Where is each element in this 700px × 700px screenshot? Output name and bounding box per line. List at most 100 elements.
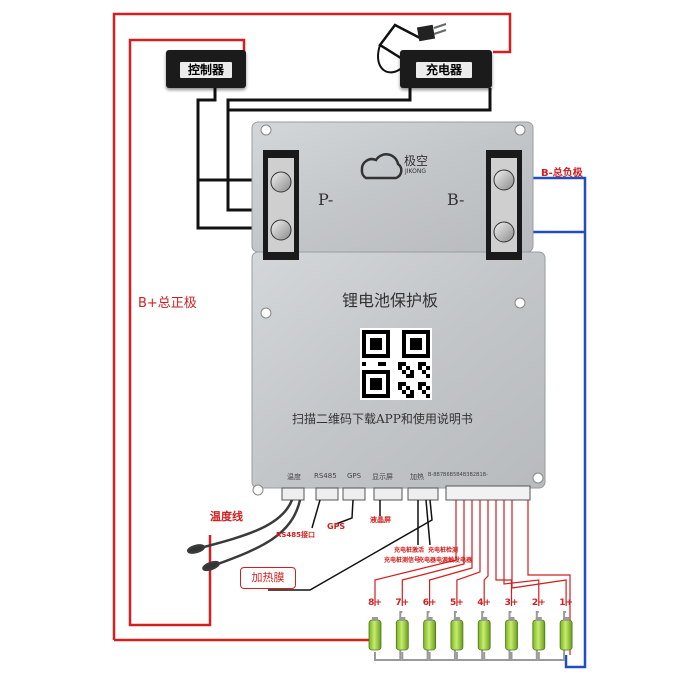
balance-lead [429, 500, 473, 606]
battery-cells [368, 611, 573, 661]
b-positive-total-label: B+总正极 [138, 296, 197, 311]
qr-module [426, 386, 430, 390]
battery-cell-cap [535, 617, 542, 621]
qr-module [406, 374, 410, 378]
battery-cell [395, 619, 409, 651]
board-title: 锂电池保护板 [342, 291, 439, 310]
heater-label: 加热膜 [251, 571, 285, 584]
battery-cell [450, 619, 464, 651]
qr-module [362, 362, 366, 366]
balance-lead [503, 500, 540, 606]
port-label: RS485 [314, 472, 337, 480]
qr-module [398, 386, 402, 390]
rs485-port-label: RS485接口 [276, 531, 316, 539]
cell-label: 5+ [449, 598, 464, 608]
terminal-p-label: P- [318, 190, 334, 209]
balance-lead [401, 500, 465, 606]
cell-link [483, 611, 512, 661]
qr-module [406, 366, 410, 370]
balance-lead [483, 500, 489, 606]
qr-module [426, 394, 430, 398]
balance-lead [511, 500, 567, 606]
charge-activate-label: 充电桩激活 [394, 547, 425, 554]
cell-label: 2+ [531, 598, 546, 608]
qr-module [422, 390, 426, 394]
battery-cell-cap [372, 617, 378, 621]
battery-cell [423, 619, 437, 651]
battery-cell [477, 619, 491, 651]
qr-module [410, 370, 414, 374]
charger-power-label: 充电器电源触发电器 [418, 557, 473, 564]
qr-module [398, 382, 402, 386]
port-label: 温度 [287, 473, 301, 481]
cell-label: 8+ [368, 598, 382, 608]
charge-detect-label: 充电桩检测 [428, 547, 459, 554]
b-negative-total-label: B-总负极 [541, 168, 583, 179]
qr-module [418, 362, 422, 366]
qr-finder-core [370, 378, 382, 390]
qr-module [406, 386, 410, 390]
battery-cell-cap [453, 617, 460, 621]
qr-module [422, 382, 426, 386]
board-instruction: 扫描二维码下载APP和使用说明书 [292, 412, 473, 426]
cell-link [374, 611, 403, 661]
brand-name: 极空 [404, 154, 429, 168]
qr-module [418, 382, 422, 386]
cell-link [401, 611, 430, 661]
qr-finder-core [370, 338, 382, 350]
battery-cell [532, 619, 546, 651]
charger-label: 充电器 [416, 62, 472, 78]
qr-module [378, 362, 382, 366]
qr-module [402, 370, 406, 374]
cell-label: 1+ [559, 598, 573, 608]
qr-module [410, 394, 414, 398]
balance-lead [456, 500, 481, 606]
qr-module [410, 390, 414, 394]
qr-module [402, 382, 406, 386]
controller-box: 控制器 [166, 50, 246, 88]
port-label: 显示屏 [372, 473, 393, 481]
cell-label: 6+ [422, 598, 437, 608]
qr-module [402, 362, 406, 366]
qr-finder-core [410, 338, 422, 350]
port-pointers [268, 499, 433, 591]
balance-leads [374, 500, 571, 655]
cell-link [510, 611, 539, 661]
qr-module [398, 366, 402, 370]
qr-module [422, 370, 426, 374]
qr-module [382, 362, 386, 366]
cell-label: 7+ [395, 598, 410, 608]
battery-cell-cap [426, 617, 433, 621]
heater-box: 加热膜 [240, 567, 296, 589]
balance-lead [527, 500, 571, 655]
cell-link [537, 611, 567, 661]
battery-cell-cap [563, 617, 570, 621]
cell-label: 4+ [477, 598, 492, 608]
battery-cell-cap [508, 617, 515, 621]
charger-box: 充电器 [400, 50, 492, 88]
cell-link [455, 611, 485, 661]
battery-cell [505, 619, 518, 651]
qr-module [426, 374, 430, 378]
terminal-b-label: B- [447, 190, 465, 209]
battery-cell [559, 619, 573, 651]
port-label: B-8B7B6B5B4B3B2B1B- [428, 472, 488, 478]
p-negative-cables [196, 88, 492, 230]
temperature-wire-label: 温度线 [210, 510, 243, 523]
cell-label: 3+ [504, 598, 519, 608]
battery-cell [368, 619, 382, 651]
charge-signal-label: 充电桩测信号 [384, 557, 421, 564]
battery-cell-cap [399, 617, 406, 621]
qr-module [418, 386, 422, 390]
qr-module [410, 374, 414, 378]
qr-module [422, 362, 426, 366]
qr-module [426, 366, 430, 370]
display-label: 液晶屏 [370, 516, 391, 524]
balance-lead [374, 500, 457, 606]
qr-module [402, 390, 406, 394]
battery-cell-cap [481, 617, 488, 621]
qr-module [418, 366, 422, 370]
qr-code [362, 330, 430, 398]
